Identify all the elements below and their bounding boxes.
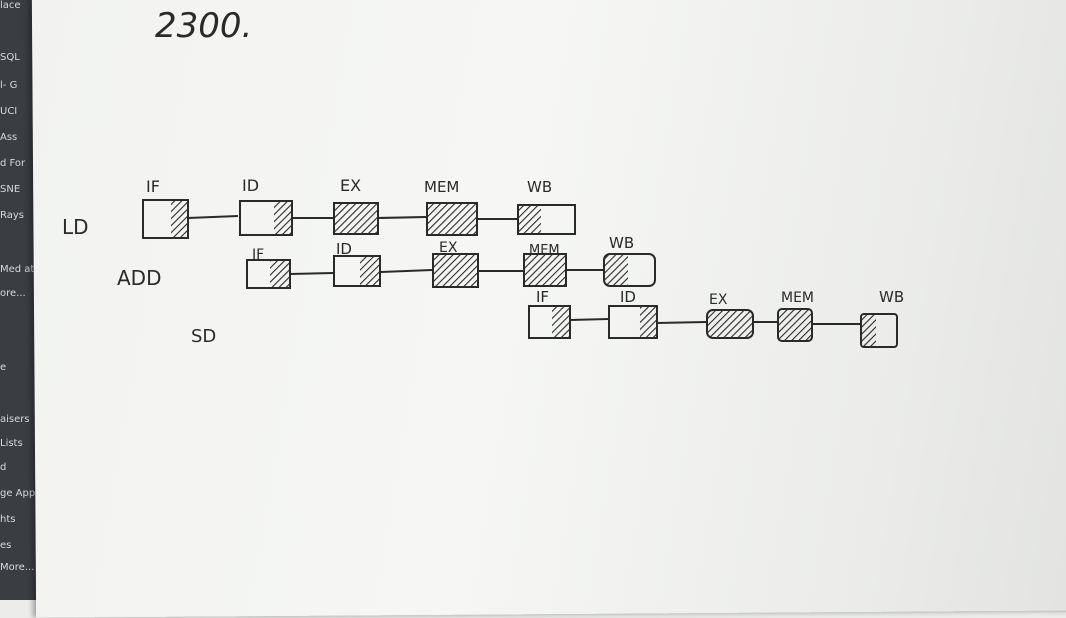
sidebar-item[interactable]: SNE — [0, 184, 21, 195]
sidebar-item[interactable]: hts — [0, 514, 16, 525]
stage-label-id: ID — [620, 288, 636, 306]
instruction-label-sd: SD — [191, 326, 216, 347]
stage-connector — [377, 216, 427, 219]
sidebar-item[interactable]: UCI — [0, 106, 18, 117]
stage-label-ex: EX — [340, 176, 361, 195]
stage-box-shading — [270, 261, 289, 287]
stage-label-wb: WB — [879, 288, 904, 306]
stage-label-mem: MEM — [424, 178, 459, 196]
stage-box-if — [142, 199, 189, 239]
stage-box-shading — [274, 202, 291, 234]
sidebar-item[interactable]: lace — [0, 0, 21, 11]
stage-box-shading — [552, 307, 569, 337]
stage-label-ex: EX — [709, 292, 728, 308]
stage-label-ex: EX — [439, 240, 458, 256]
sidebar-item[interactable]: aisers — [0, 414, 30, 425]
instruction-label-add: ADD — [117, 266, 161, 290]
pipeline-sketch: 2300. LD ADD SD IF ID EX MEM WB IF ID EX… — [62, 6, 904, 348]
stage-box-mem — [426, 202, 478, 236]
sidebar-item[interactable]: Med at — [0, 264, 35, 275]
stage-connector — [569, 318, 609, 321]
stage-box-shading — [171, 201, 187, 237]
stage-connector — [289, 272, 334, 275]
stage-box-ex — [333, 202, 379, 235]
stage-box-shading — [519, 206, 541, 233]
stage-label-id: ID — [242, 176, 259, 195]
pipeline-row-add: IF ID EX MEM WB — [246, 234, 656, 289]
pipeline-row-sd: IF ID EX MEM WB — [528, 288, 904, 348]
stage-box-wb — [860, 313, 898, 348]
sidebar-item[interactable]: ore... — [0, 288, 26, 299]
stage-label-if: IF — [146, 177, 160, 196]
sidebar-item[interactable]: Rays — [0, 210, 24, 221]
sidebar-item[interactable]: Lists — [0, 438, 23, 449]
stage-box-ex — [706, 309, 754, 339]
stage-box-ex — [432, 253, 479, 288]
stage-connector — [379, 269, 433, 273]
sidebar-item[interactable]: d — [0, 462, 7, 473]
sidebar-item[interactable]: e — [0, 362, 7, 373]
stage-box-wb — [603, 253, 656, 287]
stage-box-shading — [605, 255, 628, 285]
stage-connector — [187, 215, 239, 219]
stage-box-mem — [777, 308, 813, 342]
sidebar-item[interactable]: SQL — [0, 52, 20, 63]
sidebar-item[interactable]: ge App — [0, 488, 36, 499]
stage-label-mem: MEM — [781, 290, 814, 306]
note-number: 2300. — [155, 6, 252, 46]
stage-box-shading — [862, 315, 876, 346]
stage-label-wb: WB — [609, 234, 634, 252]
stage-box-shading — [360, 257, 379, 285]
stage-connector — [656, 321, 707, 324]
sidebar-item[interactable]: l- G — [0, 80, 18, 91]
stage-box-if — [528, 305, 571, 339]
instruction-label-ld: LD — [62, 215, 89, 239]
sidebar-item[interactable]: d For — [0, 158, 26, 169]
sidebar-item[interactable]: Ass — [0, 132, 18, 143]
sidebar-item[interactable]: es — [0, 540, 12, 551]
stage-label-id: ID — [336, 240, 352, 258]
sidebar-item[interactable]: More... — [0, 562, 35, 573]
stage-box-mem — [523, 253, 567, 287]
stage-label-wb: WB — [527, 178, 552, 196]
stage-label-if: IF — [536, 288, 549, 306]
stage-box-wb — [517, 204, 576, 235]
pipeline-row-ld: IF ID EX MEM WB — [142, 176, 576, 239]
stage-box-shading — [640, 307, 656, 337]
